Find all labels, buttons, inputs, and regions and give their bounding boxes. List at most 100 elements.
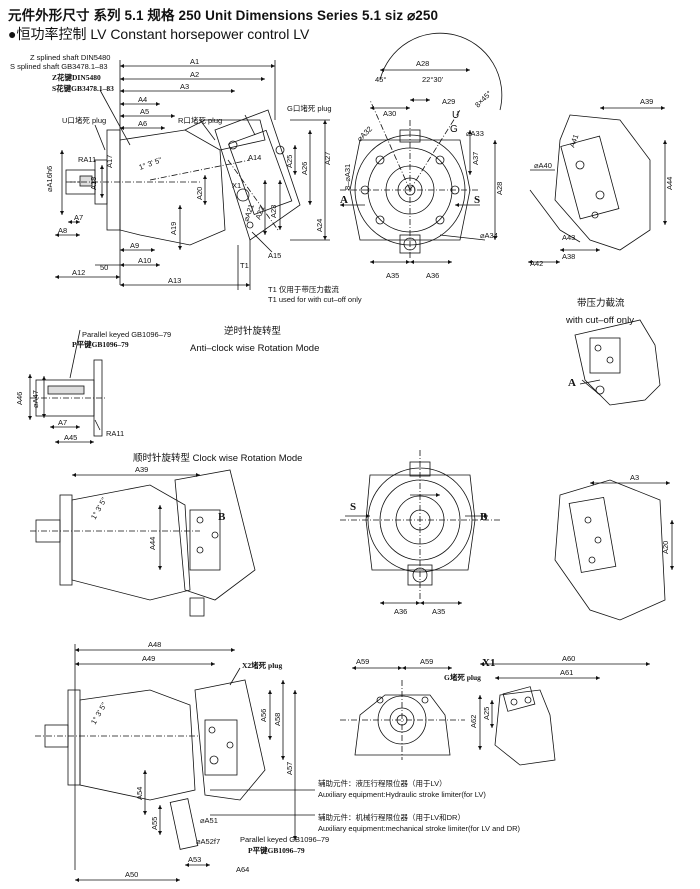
angle-bottom: 1° 3' 5": [89, 701, 109, 726]
dim-a55: A55: [150, 817, 159, 830]
page-title: 元件外形尺寸 系列 5.1 规格 250 Unit Dimensions Ser…: [8, 8, 439, 23]
front-view-main: [340, 32, 503, 264]
page-subtitle: ●恒功率控制 LV Constant horsepower control LV: [8, 26, 310, 42]
dim-a24: A24: [315, 219, 324, 232]
dim-ra11: RA11: [78, 155, 96, 164]
dim-a59-right: A59: [420, 657, 433, 666]
dim-a2: A2: [190, 70, 199, 79]
dim-a23: A23: [269, 205, 278, 218]
angle-label: 1° 3' 5": [138, 155, 164, 172]
dim-a41: A41: [567, 133, 580, 149]
anticlock-title-en: Anti–clock wise Rotation Mode: [190, 343, 319, 354]
dim-a16: ⌀A16h6: [45, 166, 54, 192]
dim-a59-left: A59: [356, 657, 369, 666]
dim-a31: 8–⌀A31: [343, 164, 352, 190]
angle-8x45: 8×45°: [473, 89, 493, 109]
port-x1-label: X1: [232, 181, 241, 190]
dim-a47: ⌀A47: [31, 390, 40, 408]
dim-a36: A36: [426, 271, 439, 280]
dim-a58: A58: [273, 713, 282, 726]
dim-a25: A25: [285, 155, 294, 168]
aux2-en: Auxiliary equipment:mechanical stroke li…: [318, 824, 521, 833]
dim-a27: A27: [323, 152, 332, 165]
t1-note-en: T1 used for with cut–off only: [268, 295, 362, 304]
dim-a50: A50: [125, 870, 138, 879]
dim-a28: A28: [416, 59, 429, 68]
dim-a4: A4: [138, 95, 147, 104]
dim-50: 50: [100, 263, 108, 272]
cutoff-view: [574, 319, 661, 406]
port-b-label: B: [218, 511, 226, 523]
angle-cw: 1° 3' 5": [89, 496, 109, 521]
side-view-main: [55, 60, 330, 290]
dim-a53: A53: [188, 855, 201, 864]
dim-a25-bottom: A25: [482, 707, 491, 720]
dim-a49: A49: [142, 654, 155, 663]
shaft-note-3: Z花键DIN5480: [52, 72, 101, 82]
shaft-note-2: S splined shaft GB3478.1–83: [10, 62, 108, 71]
dim-a44: A44: [665, 177, 674, 190]
dim-a7: A7: [74, 213, 83, 222]
u-plug-label: U口堵死 plug: [62, 115, 106, 125]
dim-a36-cw: A36: [394, 607, 407, 616]
bottom-key-cn: P平键GB1096–79: [248, 845, 305, 855]
angle-22: 22°30': [422, 75, 444, 84]
x2-plug-label: X2堵死 plug: [242, 660, 282, 670]
bottom-right-view: [478, 662, 650, 766]
dim-a37: A37: [471, 152, 480, 165]
keyed-note-en: Parallel keyed GB1096–79: [82, 330, 171, 339]
keyed-shaft-view: [28, 329, 105, 444]
t1-note-cn: T1 仅用于带压力截流: [268, 284, 339, 294]
angle-45: 45°: [375, 75, 386, 84]
dim-a61: A61: [560, 668, 573, 677]
dim-a14: A14: [248, 153, 261, 162]
dim-a3: A3: [180, 82, 189, 91]
dim-a57: A57: [285, 762, 294, 775]
arrow-s-label: S: [474, 194, 480, 206]
r-plug-label: R口堵死 plug: [178, 115, 222, 125]
shaft-note-4: S花键GB3478.1–83: [52, 83, 114, 93]
dim-ra11-keyed: RA11: [106, 429, 124, 438]
keyed-note-cn: P平键GB1096–79: [72, 339, 129, 349]
dim-a32: ⌀A32: [355, 124, 374, 143]
dim-a1: A1: [190, 57, 199, 66]
dim-a43: A43: [562, 233, 575, 242]
dim-a44-cw: A44: [148, 537, 157, 550]
dim-a35-cw: A35: [432, 607, 445, 616]
dim-a45: A45: [64, 433, 77, 442]
clockwise-front-view: [340, 450, 500, 605]
dim-a60: A60: [562, 654, 575, 663]
dim-a6: A6: [138, 119, 147, 128]
dim-a20: A20: [195, 187, 204, 200]
dim-a54: A54: [135, 787, 144, 800]
arrow-s-cw: S: [350, 501, 356, 513]
port-u-label: U: [452, 110, 459, 121]
dim-a17: A17: [105, 155, 114, 168]
dim-a56: A56: [259, 709, 268, 722]
bottom-side-view: [35, 644, 315, 882]
dim-a26: A26: [300, 162, 309, 175]
port-t1-label: T1: [240, 261, 249, 270]
dim-a62: A62: [469, 715, 478, 728]
dim-a15: A15: [268, 251, 281, 260]
dim-a51: ⌀A51: [200, 816, 218, 825]
dim-a12: A12: [72, 268, 85, 277]
dim-a39-cw: A39: [135, 465, 148, 474]
arrow-b-cw: B: [480, 511, 488, 523]
dim-a13: A13: [168, 276, 181, 285]
cutoff-port-a: A: [568, 377, 576, 389]
dim-a52: ⌀A52f7: [196, 837, 220, 846]
g-plug-bottom: G堵死 plug: [444, 672, 481, 682]
dim-a22: A22: [253, 205, 266, 221]
clockwise-side-view: [30, 469, 256, 617]
dim-a29: A29: [442, 97, 455, 106]
dim-a20-cw: A20: [661, 541, 670, 554]
arrow-a-label: A: [340, 194, 348, 206]
shaft-note-1: Z splined shaft DIN5480: [30, 53, 110, 62]
g-plug-label: G口堵死 plug: [287, 103, 332, 113]
bottom-key-en: Parallel keyed GB1096–79: [240, 835, 329, 844]
aux2-cn: 辅助元件：机械行程限位器（用于LV和DR）: [318, 812, 465, 822]
dim-a10: A10: [138, 256, 151, 265]
x1-label: X1: [482, 657, 495, 669]
